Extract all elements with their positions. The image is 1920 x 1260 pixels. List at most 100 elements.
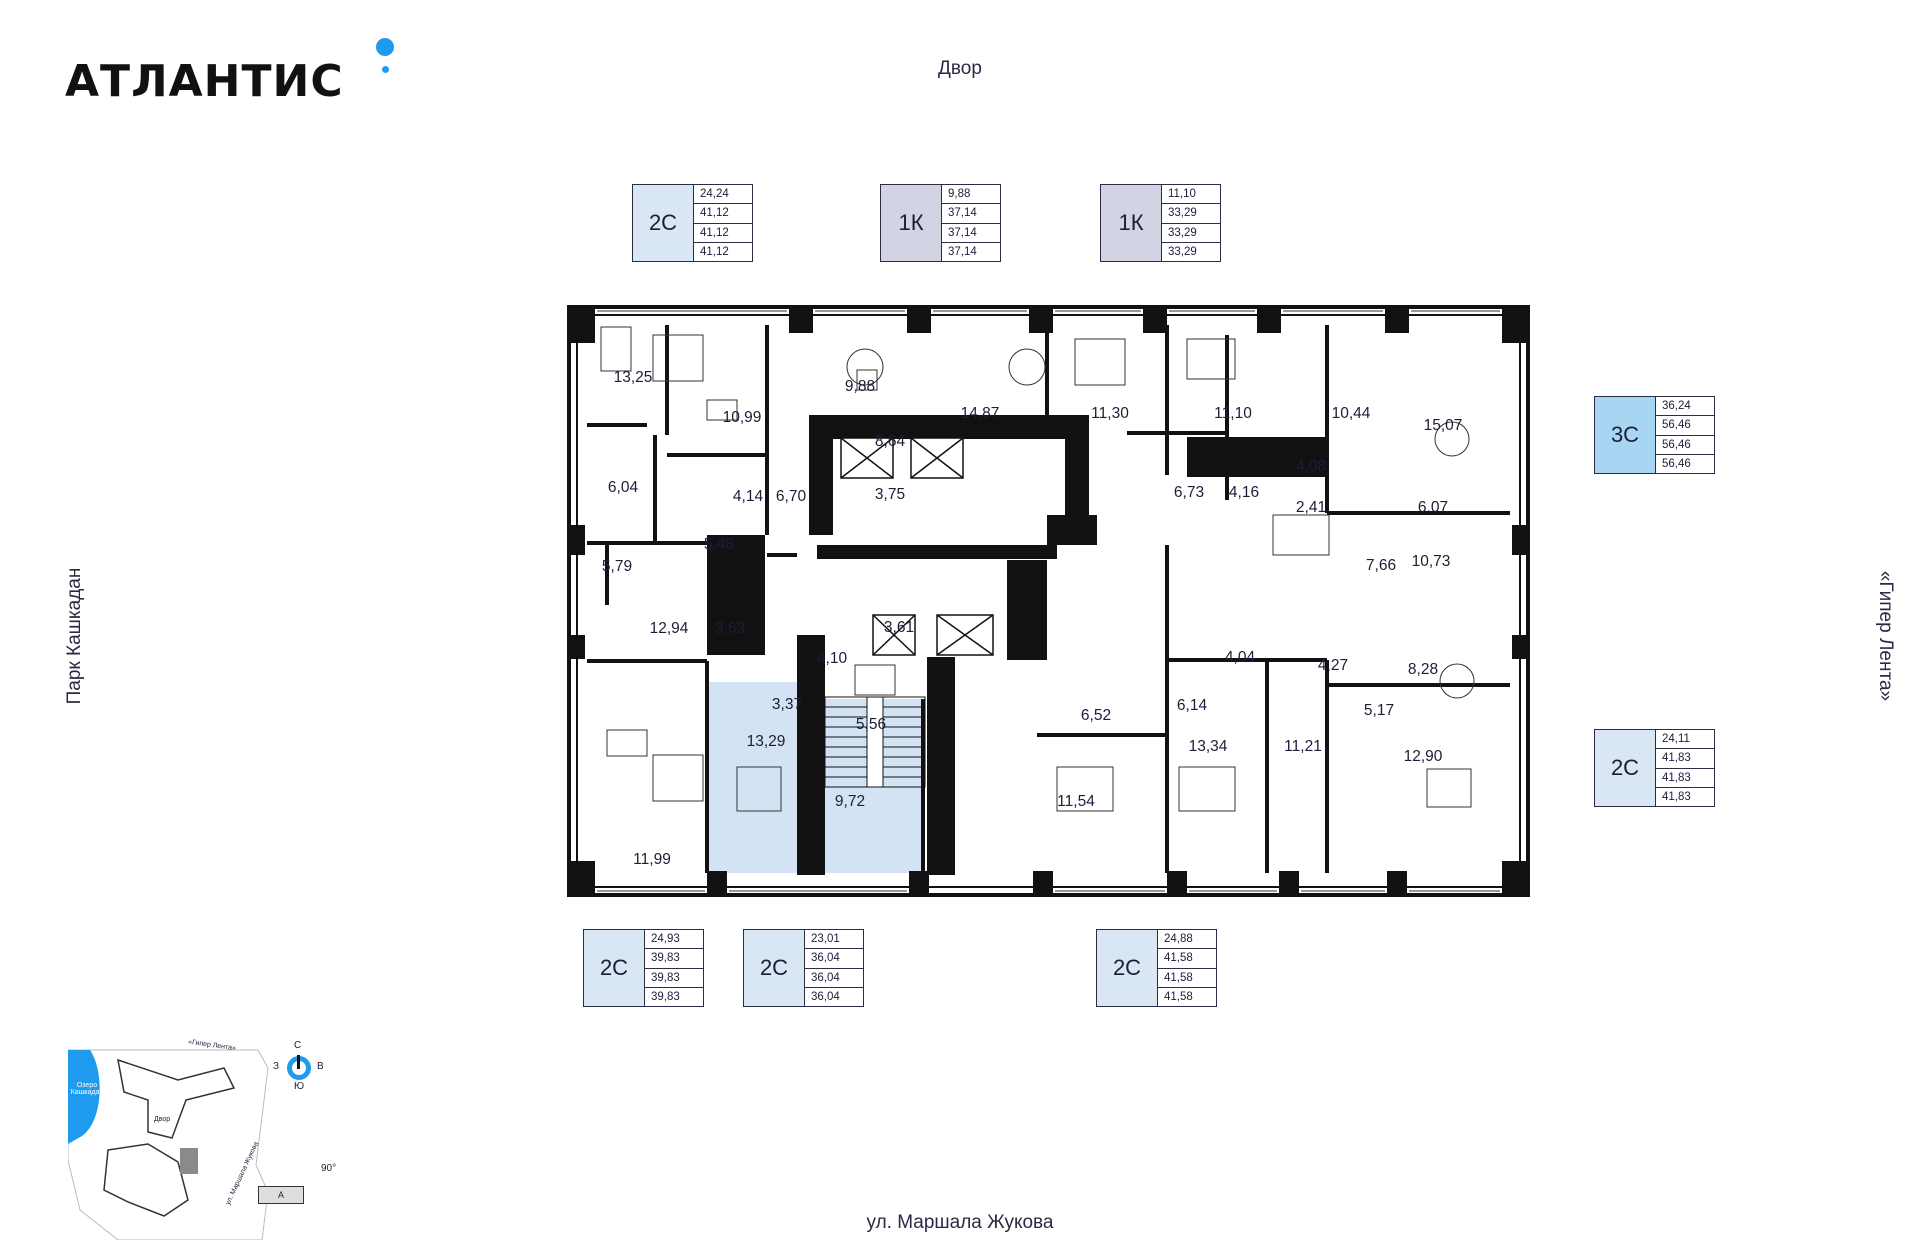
room-area[interactable]: 6,70 xyxy=(775,488,807,505)
room-area[interactable]: 11,99 xyxy=(633,851,671,868)
site-minimap: Озеро Кашкадан «Гипер Лента» Двор ул. Ма… xyxy=(67,1039,338,1241)
card-value: 9,88 xyxy=(942,185,1000,205)
compass-south: Ю xyxy=(294,1081,305,1092)
compass-east: В xyxy=(317,1061,324,1072)
card-value: 33,29 xyxy=(1162,204,1220,224)
apartment-card-top-2[interactable]: 1К 9,88 37,14 37,14 37,14 xyxy=(880,184,1001,262)
label-right: «Гипер Лента» xyxy=(1875,570,1896,702)
floor-plan: 13,25 10,99 9,88 14,87 11,30 11,10 10,44… xyxy=(567,305,1530,897)
card-value: 37,14 xyxy=(942,224,1000,243)
card-type: 1К xyxy=(881,185,942,261)
room-area[interactable]: 6,14 xyxy=(1176,697,1208,714)
room-area[interactable]: 11,30 xyxy=(1091,405,1129,422)
card-value: 24,93 xyxy=(645,930,703,950)
room-area[interactable]: 4,08 xyxy=(1295,458,1327,475)
card-value: 41,58 xyxy=(1158,969,1216,988)
card-value: 36,04 xyxy=(805,969,863,988)
card-value: 33,29 xyxy=(1162,224,1220,243)
room-area[interactable]: 3,63 xyxy=(714,620,746,637)
room-area[interactable]: 4,14 xyxy=(732,488,764,505)
card-type: 2С xyxy=(1097,930,1158,1006)
card-value: 37,14 xyxy=(948,245,977,258)
room-area[interactable]: 6,07 xyxy=(1417,499,1449,516)
card-value: 41,12 xyxy=(694,224,752,243)
room-area[interactable]: 11,10 xyxy=(1214,405,1252,422)
room-area[interactable]: 9,88 xyxy=(844,378,876,395)
room-area[interactable]: 3,75 xyxy=(874,486,906,503)
apartment-card-top-1[interactable]: 2С 24,24 41,12 41,12 41,12 xyxy=(632,184,753,262)
card-value: 23,01 xyxy=(805,930,863,950)
room-area[interactable]: 6,04 xyxy=(607,479,639,496)
card-value: 24,24 xyxy=(694,185,752,205)
room-area[interactable]: 5,48 xyxy=(703,536,735,553)
room-area[interactable]: 13,29 xyxy=(746,733,786,750)
room-area[interactable]: 4,10 xyxy=(816,650,848,667)
minimap-drawing xyxy=(67,1049,269,1241)
card-value: 39,83 xyxy=(651,990,680,1003)
room-area[interactable]: 4,27 xyxy=(1317,657,1349,674)
compass-needle xyxy=(297,1055,300,1069)
label-left: Парк Кашкадан xyxy=(64,567,85,705)
room-area[interactable]: 11,21 xyxy=(1284,738,1322,755)
room-area[interactable]: 9,72 xyxy=(834,793,866,810)
room-area[interactable]: 6,73 xyxy=(1173,484,1205,501)
room-area[interactable]: 11,54 xyxy=(1057,793,1095,810)
room-area[interactable]: 3,37 xyxy=(771,696,803,713)
minimap-yard: Двор xyxy=(154,1116,171,1123)
card-value: 36,24 xyxy=(1656,397,1714,417)
room-area[interactable]: 13,34 xyxy=(1188,738,1228,755)
room-area[interactable]: 8,28 xyxy=(1407,661,1439,678)
card-type: 2С xyxy=(1595,730,1656,806)
card-value: 41,83 xyxy=(1662,790,1691,803)
card-value: 56,46 xyxy=(1656,416,1714,436)
card-value: 41,83 xyxy=(1656,749,1714,769)
room-area[interactable]: 4,04 xyxy=(1224,649,1256,666)
card-value: 41,83 xyxy=(1656,769,1714,788)
card-type: 2С xyxy=(744,930,805,1006)
apartment-card-right-1[interactable]: 3С 36,24 56,46 56,46 56,46 xyxy=(1594,396,1715,474)
apartment-card-top-3[interactable]: 1К 11,10 33,29 33,29 33,29 xyxy=(1100,184,1221,262)
card-type: 2С xyxy=(584,930,645,1006)
room-area[interactable]: 15,07 xyxy=(1423,417,1463,434)
label-top: Двор xyxy=(938,58,982,79)
card-value: 24,11 xyxy=(1656,730,1714,750)
apartment-card-bottom-1[interactable]: 2С 24,93 39,83 39,83 39,83 xyxy=(583,929,704,1007)
brand-logo: АТЛАНТИС xyxy=(65,56,344,107)
room-area[interactable]: 10,99 xyxy=(722,409,762,426)
room-area[interactable]: 5,56 xyxy=(855,716,887,733)
card-type: 2С xyxy=(633,185,694,261)
room-area[interactable]: 5,17 xyxy=(1363,702,1395,719)
compass-west: З xyxy=(273,1061,280,1072)
card-value: 24,88 xyxy=(1158,930,1216,950)
room-area[interactable]: 4,16 xyxy=(1228,484,1260,501)
floor-plan-drawing xyxy=(567,305,1530,897)
room-area[interactable]: 14,87 xyxy=(960,405,1000,422)
card-value: 41,58 xyxy=(1164,990,1193,1003)
room-area[interactable]: 6,52 xyxy=(1080,707,1112,724)
card-value: 37,14 xyxy=(942,204,1000,224)
rotation-label: 90° xyxy=(321,1163,337,1174)
room-area[interactable]: 12,94 xyxy=(649,620,689,637)
apartment-card-bottom-2[interactable]: 2С 23,01 36,04 36,04 36,04 xyxy=(743,929,864,1007)
room-area[interactable]: 7,66 xyxy=(1365,557,1397,574)
room-area[interactable]: 2,41 xyxy=(1295,499,1327,516)
room-area[interactable]: 12,90 xyxy=(1403,748,1443,765)
card-value: 33,29 xyxy=(1168,245,1197,258)
apartment-card-right-2[interactable]: 2С 24,11 41,83 41,83 41,83 xyxy=(1594,729,1715,807)
card-value: 41,58 xyxy=(1158,949,1216,969)
room-area[interactable]: 13,25 xyxy=(613,369,653,386)
room-area[interactable]: 8,64 xyxy=(874,433,906,450)
compass: С Ю З В xyxy=(273,1040,324,1092)
card-value: 41,12 xyxy=(700,245,729,258)
card-value: 56,46 xyxy=(1656,436,1714,455)
card-type: 1К xyxy=(1101,185,1162,261)
room-area[interactable]: 3,61 xyxy=(883,619,915,636)
apartment-card-bottom-3[interactable]: 2С 24,88 41,58 41,58 41,58 xyxy=(1096,929,1217,1007)
room-area[interactable]: 5,79 xyxy=(601,558,633,575)
card-value: 11,10 xyxy=(1162,185,1220,205)
label-bottom: ул. Маршала Жукова xyxy=(866,1212,1054,1233)
room-area[interactable]: 10,73 xyxy=(1411,553,1451,570)
card-value: 36,04 xyxy=(811,990,840,1003)
room-area[interactable]: 10,44 xyxy=(1331,405,1371,422)
lake-shape xyxy=(68,1050,100,1144)
